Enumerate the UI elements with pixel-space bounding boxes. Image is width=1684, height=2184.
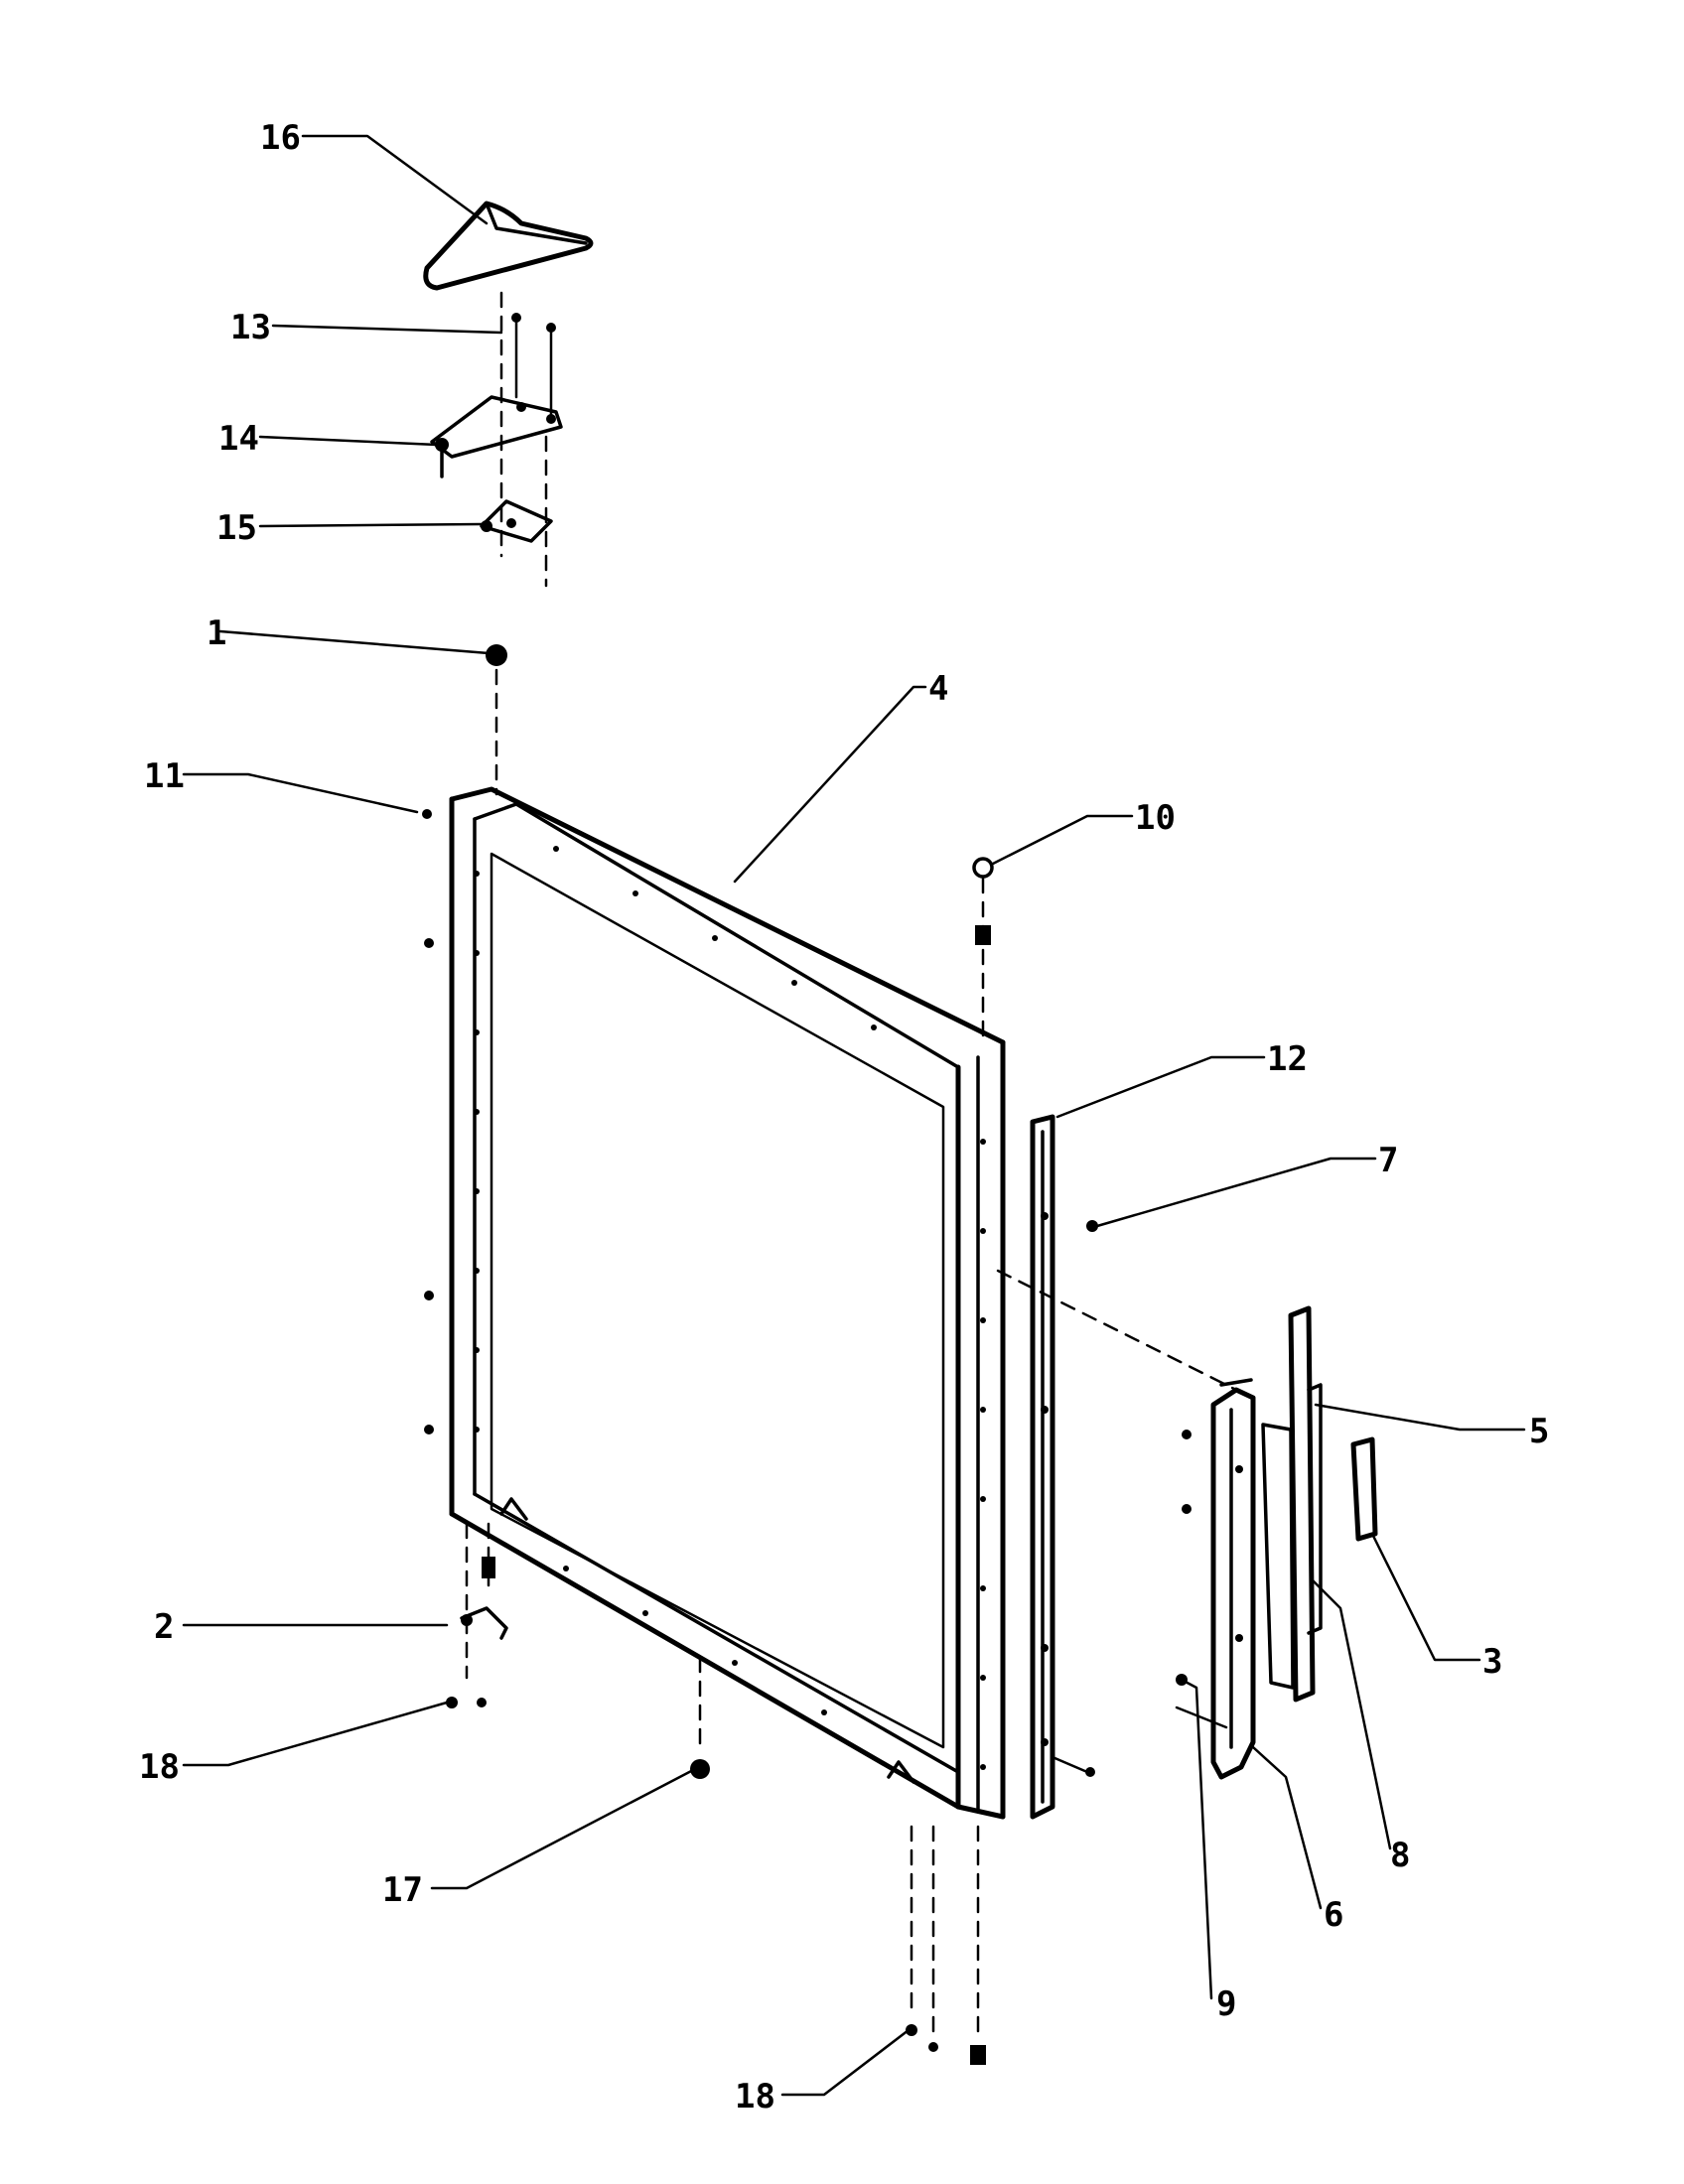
handle-assembly-part — [1175, 1305, 1378, 1780]
door-strip-part — [1030, 1114, 1095, 1820]
left-screws-part — [422, 809, 434, 1434]
callout-16: 16 — [260, 118, 301, 158]
callout-11: 11 — [144, 756, 185, 796]
plug-part — [486, 644, 507, 796]
callout-2: 2 — [154, 1607, 174, 1647]
callout-15: 15 — [216, 508, 257, 548]
callout-4: 4 — [928, 669, 948, 709]
hinge-shim-part — [480, 499, 553, 543]
screws-part — [499, 291, 556, 588]
callout-3: 3 — [1482, 1642, 1502, 1682]
callout-17: 17 — [382, 1870, 423, 1910]
leader-lines — [182, 134, 1526, 2097]
callout-13: 13 — [230, 308, 271, 347]
callout-9: 9 — [1216, 1984, 1236, 2024]
callout-labels: 16 13 14 15 1 4 11 10 12 7 5 3 2 18 17 8… — [139, 118, 1549, 2116]
callout-12: 12 — [1267, 1039, 1308, 1079]
screw-7-part — [1086, 1220, 1098, 1232]
callout-6: 6 — [1324, 1895, 1343, 1935]
bottom-plug-part — [690, 1656, 710, 1779]
callout-18-bottom: 18 — [735, 2077, 775, 2116]
callout-8: 8 — [1390, 1836, 1410, 1875]
callout-18-left: 18 — [139, 1747, 180, 1787]
callout-1: 1 — [207, 614, 226, 653]
callout-7: 7 — [1378, 1141, 1398, 1180]
bottom-right-screws-part — [906, 1825, 986, 2065]
door-panel-part — [449, 786, 1006, 1820]
right-top-screw-part — [972, 857, 994, 1044]
alignment-line — [996, 1269, 1238, 1392]
callout-5: 5 — [1529, 1412, 1549, 1451]
callout-10: 10 — [1135, 798, 1176, 838]
bottom-hinge-part — [446, 1522, 508, 1708]
hinge-bracket-part — [430, 395, 563, 478]
hinge-cover-part — [423, 201, 594, 291]
callout-14: 14 — [218, 419, 259, 459]
